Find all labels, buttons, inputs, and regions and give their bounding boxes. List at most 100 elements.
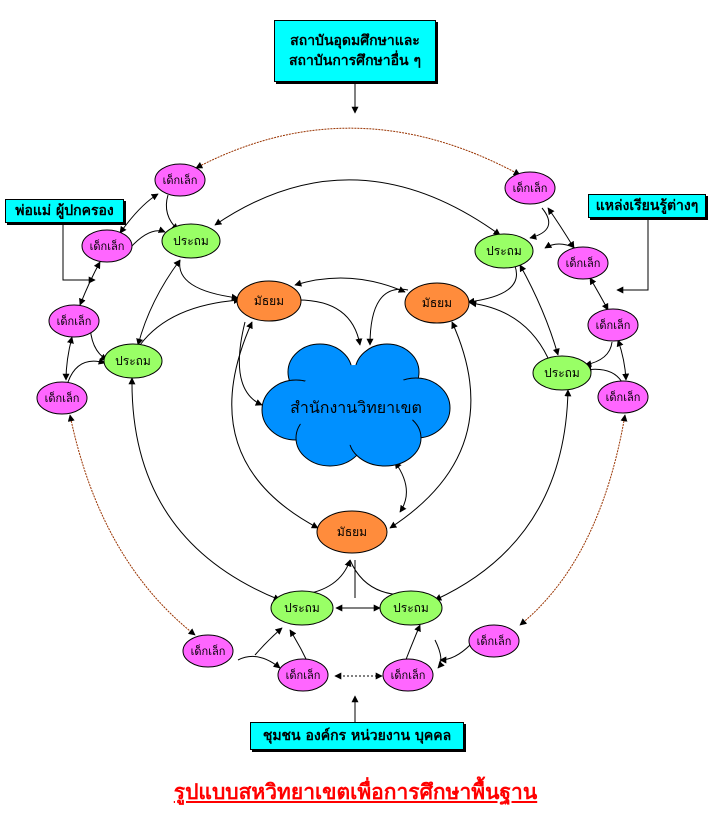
node-kindergarten-shape (154, 163, 206, 197)
connector (238, 321, 263, 406)
node-primary: ประถม (103, 343, 163, 379)
node-kindergarten-shape (468, 624, 520, 658)
node-kindergarten-shape (587, 308, 639, 342)
connector (67, 414, 196, 636)
diagram-title: รูปแบบสหวิทยาเขตเพื่อการศึกษาพื้นฐาน (173, 779, 538, 804)
node-kindergarten-label: เด็กเล็ก (57, 314, 92, 328)
node-kindergarten: เด็กเล็ก (557, 246, 609, 280)
node-primary-shape (532, 355, 592, 391)
node-primary-shape (161, 223, 221, 259)
node-kindergarten-shape (597, 380, 649, 414)
node-primary-label: ประถม (115, 354, 151, 368)
node-secondary-label: มัธยม (337, 525, 367, 539)
connector (289, 629, 309, 664)
node-primary-shape (474, 233, 534, 269)
node-primary: ประถม (532, 355, 592, 391)
node-secondary-label: มัธยม (422, 296, 452, 310)
box-community: ชุมชน องค์กร หน่วยงาน บุคคล (250, 722, 464, 750)
connector (389, 321, 472, 529)
connector (547, 207, 575, 249)
center-cloud (261, 343, 451, 467)
node-secondary: มัธยม (316, 510, 388, 554)
connector (469, 300, 549, 359)
node-kindergarten-shape (48, 304, 100, 338)
node-secondary: มัธยม (236, 280, 302, 322)
connector (529, 207, 550, 240)
node-kindergarten: เด็กเล็ก (154, 163, 206, 197)
node-kindergarten-shape (504, 171, 556, 205)
node-kindergarten: เด็กเล็ก (81, 229, 133, 263)
box-community-label: ชุมชน องค์กร หน่วยงาน บุคคล (262, 728, 452, 744)
node-kindergarten: เด็กเล็ก (36, 381, 88, 415)
node-kindergarten-shape (557, 246, 609, 280)
node-kindergarten: เด็กเล็ก (48, 304, 100, 338)
connector (195, 127, 521, 176)
node-kindergarten-label: เด็กเล็ก (163, 173, 198, 187)
node-kindergarten-shape (81, 229, 133, 263)
node-kindergarten: เด็กเล็ก (277, 658, 329, 692)
connector (519, 414, 628, 626)
connector (584, 341, 613, 368)
connector (165, 194, 179, 231)
node-primary: ประถม (270, 590, 334, 626)
connector (79, 261, 101, 306)
node-kindergarten-shape (36, 381, 88, 415)
node-kindergarten-label: เด็กเล็ก (90, 239, 125, 253)
node-kindergarten-shape (277, 658, 329, 692)
node-kindergarten-shape (182, 634, 234, 668)
node-primary: ประถม (474, 233, 534, 269)
node-primary-label: ประถม (284, 601, 320, 615)
connector (589, 277, 609, 311)
connector (62, 222, 96, 284)
connector (434, 389, 572, 601)
node-secondary-label: มัธยม (254, 294, 284, 308)
node-kindergarten: เด็กเล็ก (504, 171, 556, 205)
connector (254, 627, 283, 656)
node-kindergarten-label: เด็กเล็ก (513, 181, 548, 195)
node-secondary-shape (316, 510, 388, 554)
node-primary-label: ประถม (393, 601, 429, 615)
connector (237, 655, 281, 669)
connector (129, 226, 166, 249)
connector (128, 377, 281, 601)
node-primary: ประถม (161, 223, 221, 259)
box-institutions: สถาบันอุดมศึกษาและ สถาบันการศึกษาอื่น ๆ (274, 20, 436, 82)
connector (297, 299, 363, 346)
node-secondary-shape (236, 280, 302, 322)
node-kindergarten-label: เด็กเล็ก (45, 391, 80, 405)
box-parents: พ่อแม่ ผู้ปกครอง (5, 199, 124, 223)
box-institutions-line2: สถาบันการศึกษาอื่น ๆ (288, 53, 422, 69)
box-institutions-line1: สถาบันอุดมศึกษาและ (290, 33, 420, 49)
node-primary-label: ประถม (173, 234, 209, 248)
connector (62, 336, 74, 381)
connector (299, 559, 352, 596)
connector (349, 559, 406, 596)
node-kindergarten: เด็กเล็ก (468, 624, 520, 658)
box-learning-sources-label: แหล่งเรียนรู้ต่างๆ (595, 198, 699, 214)
node-kindergarten-label: เด็กเล็ก (596, 318, 631, 332)
node-secondary: มัธยม (404, 282, 470, 324)
connector (67, 357, 106, 383)
center-label: สำนักงานวิทยาเขต (290, 398, 422, 417)
node-kindergarten: เด็กเล็ก (382, 658, 434, 692)
connector (404, 624, 421, 663)
connector (544, 241, 576, 249)
node-kindergarten-label: เด็กเล็ก (286, 668, 321, 682)
box-parents-label: พ่อแม่ ผู้ปกครอง (15, 203, 114, 219)
connector (519, 264, 560, 356)
connector (214, 179, 501, 236)
node-kindergarten-label: เด็กเล็ก (477, 634, 512, 648)
node-primary-shape (270, 590, 334, 626)
connector (119, 193, 159, 234)
connector (179, 259, 239, 301)
connector (434, 639, 445, 669)
node-kindergarten: เด็กเล็ก (597, 380, 649, 414)
connector (136, 259, 181, 346)
connector (394, 461, 407, 513)
connector (439, 644, 471, 664)
node-kindergarten-shape (382, 658, 434, 692)
node-primary-label: ประถม (544, 366, 580, 380)
node-primary-shape (379, 590, 443, 626)
connector (467, 265, 517, 305)
